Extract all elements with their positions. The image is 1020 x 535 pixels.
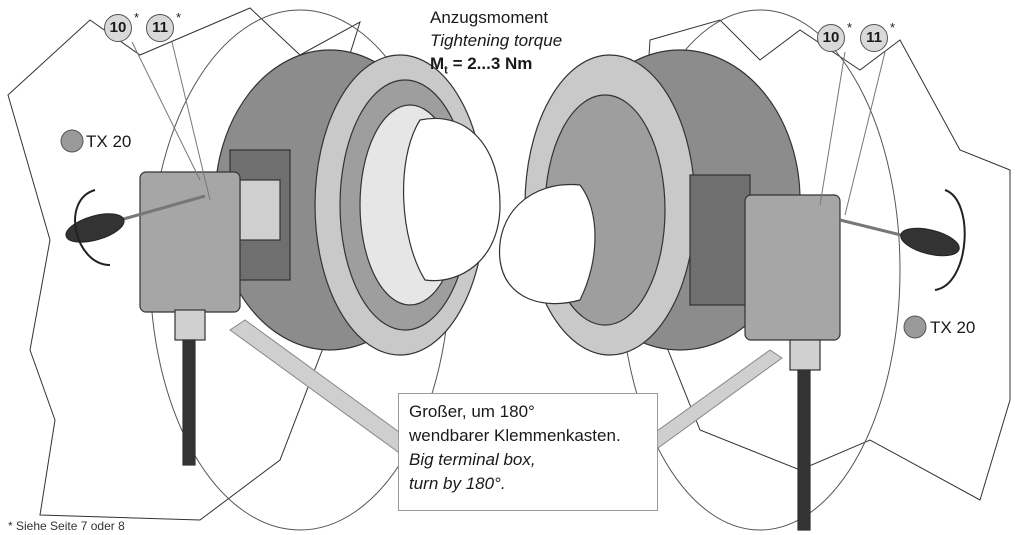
terminal-box-callout: Großer, um 180° wendbarer Klemmenkasten.…: [398, 393, 658, 511]
left-rotation-arrow: [74, 189, 111, 266]
badge-10-left: 10: [104, 14, 132, 42]
leader-10-right: [819, 51, 846, 206]
torque-value: Mt = 2...3 Nm: [430, 52, 562, 82]
badge-star: *: [134, 10, 140, 25]
right-rotation-arrow: [934, 189, 966, 291]
callout-line-4: turn by 180°.: [409, 474, 506, 493]
footnote: * Siehe Seite 7 oder 8: [8, 519, 125, 533]
callout-line-3: Big terminal box,: [409, 450, 536, 469]
right-terminal-box: [744, 194, 841, 531]
right-encoder: [498, 49, 801, 356]
left-encoder: [214, 49, 501, 356]
torque-subscript: t: [444, 64, 448, 77]
leader-11-left: [171, 41, 211, 201]
callout-pointer-right: [649, 349, 783, 449]
torque-symbol: M: [430, 54, 445, 73]
badge-11-right: 11: [860, 24, 888, 52]
badge-11-left: 11: [146, 14, 174, 42]
torque-spec: Anzugsmoment Tightening torque Mt = 2...…: [430, 6, 562, 82]
right-backdrop-outline: [639, 19, 1011, 501]
torque-label-en: Tightening torque: [430, 31, 563, 50]
badge-star: *: [890, 20, 896, 35]
torque-label-de: Anzugsmoment: [430, 8, 549, 27]
torque-range: = 2...3 Nm: [447, 54, 533, 73]
callout-line-1: Großer, um 180°: [409, 402, 535, 421]
left-terminal-box: [139, 171, 241, 466]
badge-10-right: 10: [817, 24, 845, 52]
leader-10-left: [131, 41, 201, 181]
leader-11-right: [844, 51, 886, 216]
left-tx-icon: [60, 129, 84, 153]
tx-label-right: TX 20: [930, 318, 976, 337]
callout-line-2: wendbarer Klemmenkasten.: [409, 426, 621, 445]
right-tx-icon: [903, 315, 927, 339]
right-screwdriver: [839, 218, 960, 257]
left-screwdriver: [65, 194, 206, 243]
badge-star: *: [176, 10, 182, 25]
tx-label-left: TX 20: [86, 132, 132, 151]
badge-star: *: [847, 20, 853, 35]
